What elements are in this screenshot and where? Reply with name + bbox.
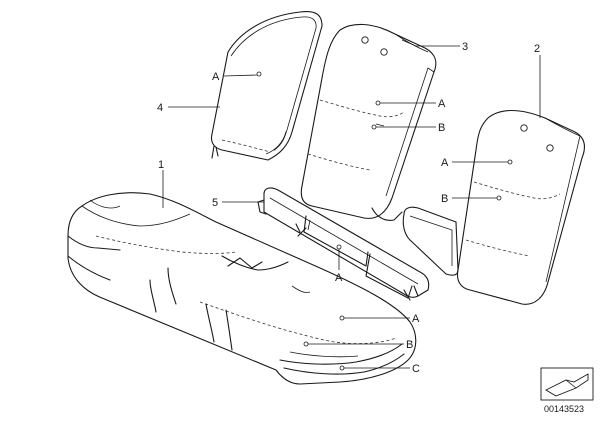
label-part-1: 1 — [158, 159, 164, 171]
label-ref-a-part5: A — [335, 272, 343, 284]
label-part-5: 5 — [212, 197, 218, 209]
label-ref-a-part4: A — [212, 71, 220, 83]
part-3-center-backrest — [300, 23, 437, 221]
part-2-right-backrest — [402, 109, 585, 305]
catalog-number: 00143523 — [544, 404, 584, 414]
label-ref-b-part3: B — [438, 122, 445, 134]
label-part-4: 4 — [157, 102, 163, 114]
part-1-seat-cushion — [67, 192, 417, 385]
label-ref-b-part1: B — [406, 339, 413, 351]
catalog-stamp: 00143523 — [540, 367, 594, 414]
label-part-2: 2 — [534, 43, 540, 55]
label-ref-a-part1: A — [412, 313, 420, 325]
part-5-armrest-strip — [257, 187, 430, 301]
leader-lines — [162, 39, 541, 369]
label-ref-a-part2: A — [441, 157, 449, 169]
part-4-side-backrest — [210, 10, 323, 161]
label-part-3: 3 — [462, 41, 468, 53]
label-ref-c-part1: C — [412, 363, 420, 375]
label-ref-a-part3: A — [438, 98, 446, 110]
label-ref-b-part2: B — [441, 193, 448, 205]
